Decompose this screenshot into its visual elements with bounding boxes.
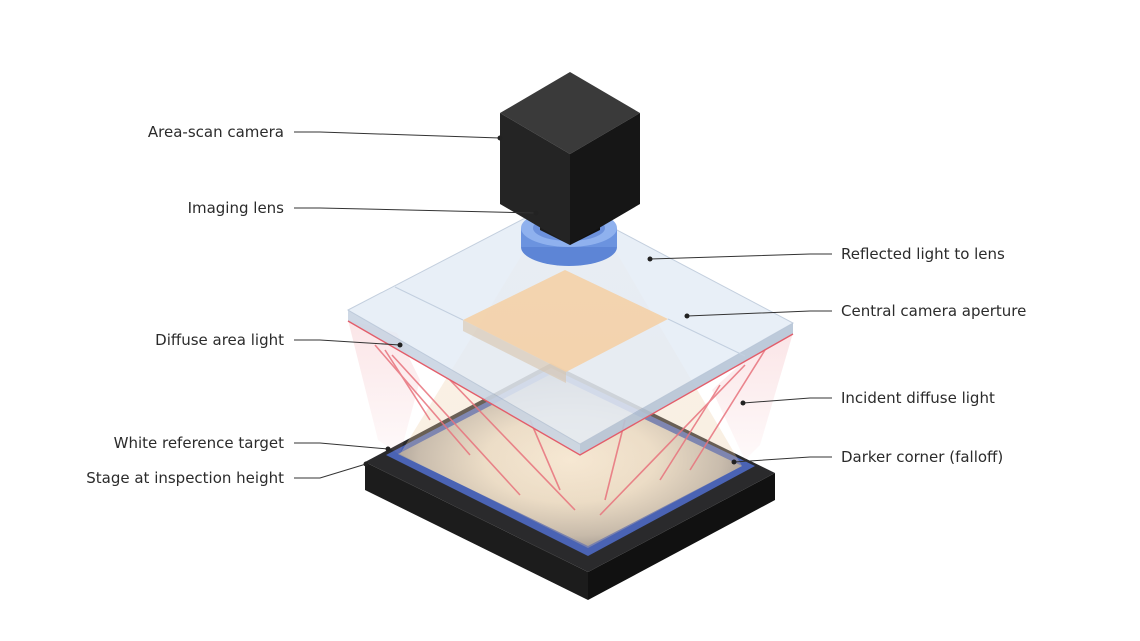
leader-lines: [294, 131, 832, 479]
label-darker-corner: Darker corner (falloff): [841, 448, 1004, 466]
label-white-reference-target: White reference target: [113, 434, 284, 452]
label-diffuse-area-light: Diffuse area light: [155, 331, 284, 349]
label-area-scan-camera: Area-scan camera: [147, 123, 284, 141]
diffuse-area-light: [346, 199, 795, 456]
label-reflected-light: Reflected light to lens: [841, 245, 1005, 263]
central-camera-aperture: [463, 270, 668, 372]
leader-dots: [363, 135, 746, 467]
label-central-aperture: Central camera aperture: [841, 302, 1027, 320]
incident-light-rays: [374, 344, 766, 516]
incident-light-volume: [348, 320, 793, 460]
label-incident-light: Incident diffuse light: [841, 389, 995, 407]
area-scan-camera: [500, 72, 640, 245]
label-stage: Stage at inspection height: [86, 469, 284, 487]
label-imaging-lens: Imaging lens: [187, 199, 284, 217]
